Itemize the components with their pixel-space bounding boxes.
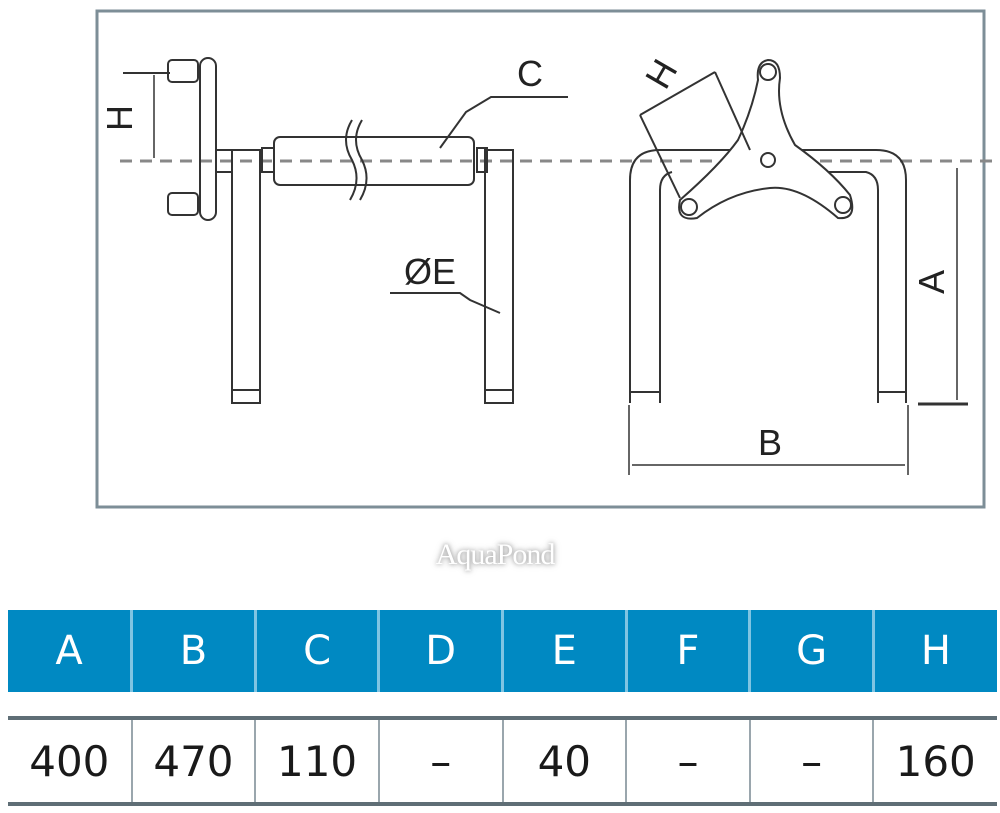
label-h-front: H [637,52,686,95]
value-cell: – [625,716,750,806]
spacer [8,692,997,718]
value-cell: 400 [8,716,132,806]
watermark-logo: AquaPond [435,538,556,571]
value-cell: 110 [254,716,379,806]
header-cell: H [871,610,997,692]
label-b: B [758,422,782,463]
header-cell: F [624,610,750,692]
drawing-frame [95,9,986,509]
header-cell: C [253,610,379,692]
table-header-row: A B C D E F G H [8,610,997,692]
header-cell: D [377,610,503,692]
label-e: ØE [404,251,456,292]
side-view [123,57,568,404]
value-cell: 40 [501,716,627,806]
header-cell: B [130,610,256,692]
dimensions-table: A B C D E F G H 400 470 110 – 40 – – 160 [8,610,997,806]
header-cell: G [748,610,874,692]
value-cell: – [377,716,503,806]
label-a: A [911,270,952,294]
value-cell: – [748,716,874,806]
label-c: C [517,53,543,94]
header-cell: E [501,610,627,692]
table-row: 400 470 110 – 40 – – 160 [8,716,997,806]
label-h-side: H [99,105,140,131]
value-cell: 160 [872,716,997,806]
header-cell: A [8,610,132,692]
front-view [628,58,968,475]
value-cell: 470 [130,716,256,806]
